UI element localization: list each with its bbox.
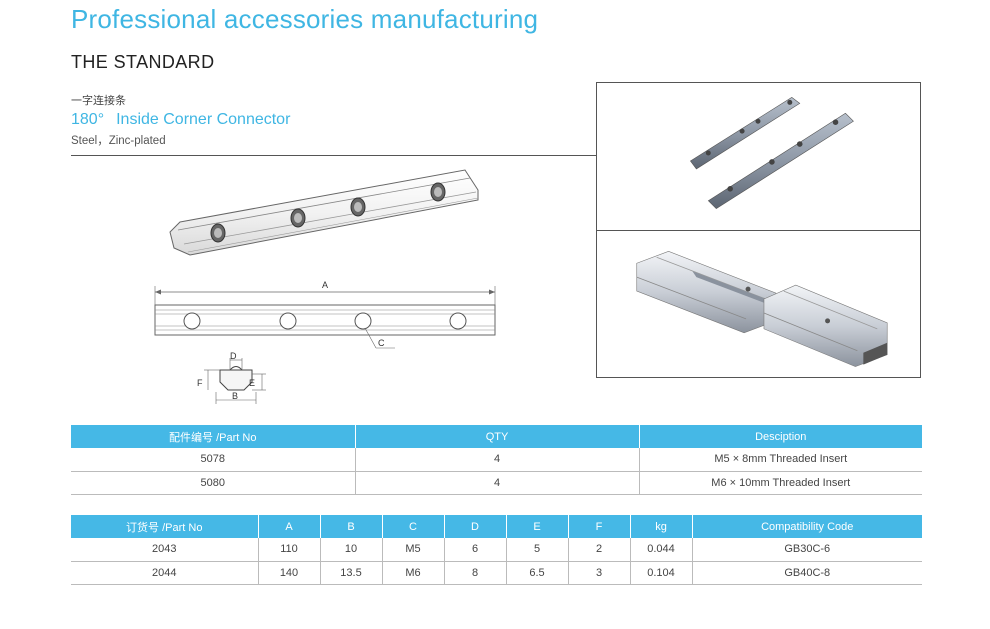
header-f: F	[567, 515, 630, 538]
product-photo-frame	[596, 82, 921, 378]
cross-section-view: D B F E	[197, 351, 266, 404]
connector-photo	[689, 97, 854, 210]
connector-3d-view	[169, 169, 479, 256]
dim-e-label: E	[249, 378, 255, 388]
header-b: B	[319, 515, 382, 538]
cell-f: 3	[567, 561, 630, 585]
product-angle: 180°	[71, 111, 105, 128]
header-order-no: 订货号 /Part No	[71, 515, 258, 538]
cell-order-no: 2043	[71, 538, 258, 562]
product-title: Inside Corner Connector	[116, 111, 291, 128]
cell-b: 13.5	[319, 561, 382, 585]
cell-kg: 0.104	[629, 561, 692, 585]
cell-e: 6.5	[505, 561, 568, 585]
section-title: THE STANDARD	[71, 52, 215, 72]
cell-d: 6	[443, 538, 506, 562]
cell-c: M6	[381, 561, 444, 585]
cell-qty: 4	[354, 471, 639, 495]
cell-compatibility: GB40C-8	[691, 561, 922, 585]
cell-b: 10	[319, 538, 382, 562]
cell-a: 110	[257, 538, 320, 562]
cell-part-no: 5078	[71, 448, 355, 472]
dim-d-label: D	[230, 351, 237, 361]
header-kg: kg	[629, 515, 692, 538]
cell-d: 8	[443, 561, 506, 585]
dim-b-label: B	[232, 391, 238, 401]
cell-kg: 0.044	[629, 538, 692, 562]
threaded-insert-icon	[430, 182, 446, 202]
cell-compatibility: GB30C-6	[691, 538, 922, 562]
cell-c: M5	[381, 538, 444, 562]
technical-drawing: A C D B F E	[154, 169, 496, 404]
aluminium-profile-left	[636, 251, 777, 334]
header-a: A	[257, 515, 320, 538]
section-divider	[71, 155, 597, 156]
cell-f: 2	[567, 538, 630, 562]
cell-order-no: 2044	[71, 561, 258, 585]
threaded-insert-icon	[350, 197, 366, 217]
cell-a: 140	[257, 561, 320, 585]
cell-part-no: 5080	[71, 471, 355, 495]
cell-qty: 4	[354, 448, 639, 472]
table-row: 5080 4 M6 × 10mm Threaded Insert	[71, 471, 922, 495]
order-table-header: 订货号 /Part No A B C D E F kg Compatibilit…	[71, 515, 922, 538]
header-e: E	[505, 515, 568, 538]
photo-divider	[597, 230, 920, 231]
product-name-cn: 一字连接条	[71, 95, 126, 107]
parts-table-header: 配件编号 /Part No QTY Desciption	[71, 425, 922, 448]
order-table: 订货号 /Part No A B C D E F kg Compatibilit…	[71, 515, 922, 585]
dim-f-label: F	[197, 378, 203, 388]
product-name: 180° Inside Corner Connector	[71, 111, 290, 129]
header-d: D	[443, 515, 506, 538]
parts-table: 配件编号 /Part No QTY Desciption 5078 4 M5 ×…	[71, 425, 922, 495]
cell-description: M5 × 8mm Threaded Insert	[638, 448, 922, 472]
header-compatibility: Compatibility Code	[691, 515, 922, 538]
connector-side-view: A C	[154, 280, 496, 349]
threaded-insert-icon	[290, 208, 306, 228]
table-row: 2044 140 13.5 M6 8 6.5 3 0.104 GB40C-8	[71, 561, 922, 585]
product-material: Steel，Zinc-plated	[71, 135, 166, 147]
dim-c-label: C	[378, 338, 385, 348]
header-description: Desciption	[638, 425, 922, 448]
threaded-insert-icon	[210, 223, 226, 243]
profile-assembly-photo	[636, 251, 888, 367]
page-title: Professional accessories manufacturing	[71, 4, 539, 34]
header-part-no: 配件编号 /Part No	[71, 425, 355, 448]
cell-e: 5	[505, 538, 568, 562]
cell-description: M6 × 10mm Threaded Insert	[638, 471, 922, 495]
table-row: 5078 4 M5 × 8mm Threaded Insert	[71, 448, 922, 472]
table-row: 2043 110 10 M5 6 5 2 0.044 GB30C-6	[71, 538, 922, 562]
aluminium-profile-right	[763, 284, 888, 367]
dim-a-label: A	[322, 280, 328, 290]
header-c: C	[381, 515, 444, 538]
header-qty: QTY	[354, 425, 639, 448]
